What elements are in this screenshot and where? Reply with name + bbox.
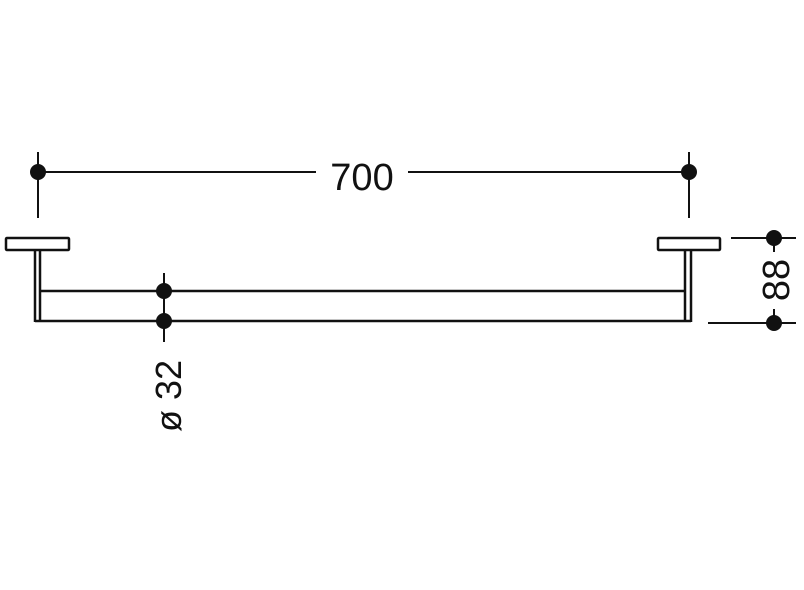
right-wall-mount — [656, 236, 722, 322]
width-dimension: 700 — [30, 152, 697, 218]
left-wall-mount — [4, 236, 71, 322]
dimension-point-icon — [30, 164, 46, 180]
depth-dimension: 88 — [708, 230, 798, 331]
depth-label: 88 — [756, 259, 798, 301]
dimension-point-icon — [156, 313, 172, 329]
width-label: 700 — [330, 157, 393, 199]
dimension-point-icon — [766, 230, 782, 246]
diameter-dimension: ø 32 — [148, 273, 189, 432]
rail-bar — [35, 289, 691, 323]
dimension-point-icon — [766, 315, 782, 331]
dimension-point-icon — [681, 164, 697, 180]
diameter-label: ø 32 — [148, 360, 189, 432]
dimension-point-icon — [156, 283, 172, 299]
